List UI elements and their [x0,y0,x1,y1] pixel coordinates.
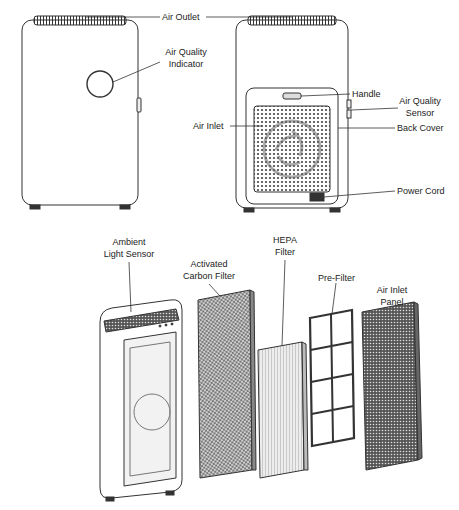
hepa-filter-edge [302,342,308,470]
back-cover-panel [246,88,338,204]
leader-line [324,191,395,197]
back-side-sensor [347,110,351,118]
leader-line [338,128,395,129]
part-label: Ambient Light Sensor [103,236,155,260]
cavity-frame [130,342,170,476]
unit-foot [166,491,174,495]
leader-line [332,283,336,314]
leader-line [301,94,350,96]
leader-line [209,284,220,296]
part-label: HEPA Filter [268,234,302,258]
part-label: Air Inlet [193,120,233,132]
handle-slot [283,93,301,99]
leader-line [392,307,393,308]
indicator-ring [87,71,113,97]
inlet-grille [254,106,330,192]
front-view [22,16,141,209]
unit-body [100,300,182,499]
hepa-filter [258,342,304,478]
fan-blades [276,131,302,165]
part-label: Back Cover [397,122,455,134]
fan-ring [134,394,170,430]
front-foot [120,205,130,209]
front-body [22,20,138,205]
leader-lines [86,17,398,346]
back-side-sensor [347,100,351,108]
front-side-sensor [137,98,141,112]
control-dot [171,323,173,325]
part-label: Air Quality Sensor [395,95,445,119]
leader-line [230,126,262,127]
front-foot [30,205,40,209]
pre-filter-grid [311,314,354,442]
control-dot [159,325,161,327]
back-foot [244,208,254,212]
unit-foot [106,497,114,501]
part-label: Activated Carbon Filter [178,258,240,282]
inlet-panel [362,302,418,470]
part-label: Air Quality Indicator [160,46,212,70]
carbon-filter [198,290,252,478]
power-cord-socket [310,193,324,201]
part-label: Power Cord [397,185,455,197]
leader-line [206,17,292,18]
fan-shadow [264,121,320,177]
leader-line [129,262,131,312]
back-view [236,16,351,212]
part-label: Pre-Filter [318,272,368,284]
back-body [236,20,348,208]
top-outlet-grille [104,309,179,332]
control-dot [165,324,167,326]
leader-line [113,62,160,82]
part-label: Air Outlet [162,11,222,23]
part-label: Handle [352,88,392,100]
filter-cavity [124,332,176,486]
inlet-panel-edge [414,302,422,460]
pre-filter-frame [310,310,354,446]
carbon-filter-edge [250,290,256,470]
leader-line [282,260,285,346]
leader-line [351,108,398,110]
leader-line [86,17,160,18]
exploded-view [100,290,422,501]
part-label: Air Inlet Panel [371,284,413,308]
back-foot [330,208,340,212]
